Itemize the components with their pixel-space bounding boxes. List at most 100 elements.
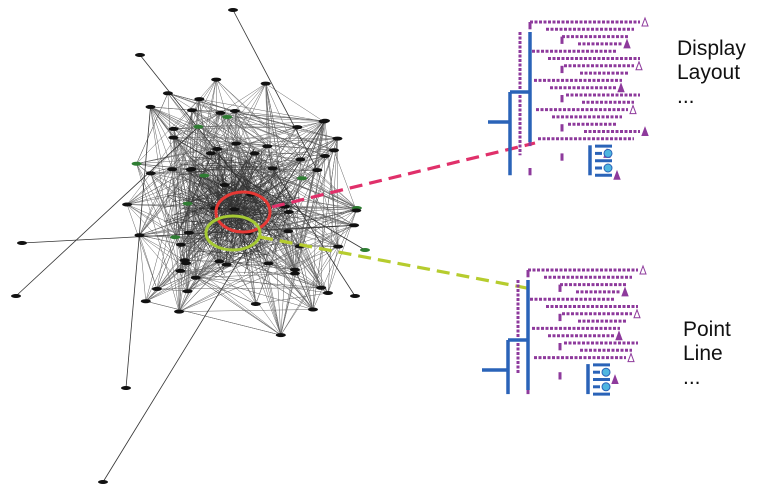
network-node (283, 229, 294, 234)
network-edge (127, 146, 268, 205)
network-node (295, 157, 306, 162)
network-node (351, 208, 362, 213)
network-node (175, 268, 186, 273)
network-edge (173, 128, 188, 204)
network-edge (216, 148, 228, 229)
network-edge (227, 116, 326, 122)
network-edge (145, 270, 181, 302)
network-node (187, 108, 197, 113)
network-edge (201, 182, 227, 200)
network-node (205, 151, 216, 156)
network-node (190, 275, 201, 280)
network-edge (268, 225, 355, 264)
network-edge (187, 203, 282, 336)
network-edge (288, 211, 355, 226)
network-edge (227, 200, 246, 252)
network-edge (173, 137, 338, 139)
network-edge (299, 246, 322, 288)
network-edge (265, 83, 273, 169)
network-edge (165, 175, 173, 206)
network-edge (220, 223, 253, 250)
network-node (229, 109, 240, 113)
triangle-leaf-icon (641, 16, 649, 27)
network-edge (259, 210, 287, 230)
network-edge (185, 175, 205, 264)
network-edge (191, 109, 255, 154)
green-selection-ellipse (204, 214, 262, 252)
network-node (212, 147, 223, 151)
network-edge (233, 163, 248, 258)
network-node (349, 223, 360, 228)
network-edge (156, 261, 220, 290)
network-edge (125, 106, 151, 389)
network-edge (192, 166, 222, 236)
network-edge (272, 168, 356, 297)
network-edge (145, 264, 227, 302)
network-edge (267, 194, 294, 199)
network-node (260, 81, 271, 86)
network-edge (126, 173, 151, 205)
network-node (250, 302, 261, 306)
network-edge (288, 211, 339, 247)
network-node (175, 242, 186, 247)
network-edge (218, 202, 265, 267)
green-connector-line (259, 235, 533, 291)
network-edge (280, 210, 357, 336)
network-edge (167, 93, 338, 139)
network-node (312, 168, 323, 173)
network-edge (245, 149, 259, 192)
network-node (316, 285, 327, 290)
network-edge (171, 181, 273, 203)
network-node (17, 241, 27, 245)
network-edge (268, 246, 300, 264)
triangle-leaf-icon (633, 308, 641, 319)
network-edge (172, 112, 221, 170)
network-node (194, 97, 205, 102)
network-node (332, 136, 343, 141)
network-node (228, 8, 238, 12)
network-edge (186, 189, 239, 218)
network-node (168, 135, 179, 140)
network-node (211, 77, 222, 82)
network-node (186, 167, 197, 171)
network-edge (199, 98, 268, 147)
network-node (122, 202, 133, 207)
network-node (193, 124, 204, 129)
network-edge (195, 277, 322, 289)
network-node (151, 286, 162, 291)
network-edge (136, 121, 324, 164)
network-edge (294, 225, 355, 270)
network-edge (217, 251, 225, 260)
triangle-leaf-icon (611, 374, 619, 384)
network-edge (195, 182, 199, 198)
network-node (229, 207, 240, 212)
network-edge (180, 244, 322, 289)
network-edge (194, 201, 229, 224)
network-node (297, 176, 307, 181)
network-edge (150, 79, 217, 174)
network-node (121, 386, 131, 390)
network-edge (317, 155, 326, 171)
network-node (134, 233, 145, 238)
network-edge (191, 109, 235, 112)
network-edge (276, 160, 291, 201)
network-edge (139, 207, 216, 236)
triangle-leaf-icon (613, 169, 621, 180)
network-edge (188, 232, 314, 310)
network-node (98, 480, 108, 484)
network-node (329, 148, 339, 153)
network-edge (333, 150, 357, 211)
network-edge (195, 232, 249, 278)
network-edge (300, 159, 358, 209)
circle-leaf-icon (601, 382, 611, 392)
network-node (174, 309, 185, 314)
dendrogram-bottom (482, 264, 647, 396)
network-node (140, 299, 151, 304)
network-node (231, 141, 242, 146)
network-edge (150, 173, 187, 264)
network-edge (178, 225, 355, 312)
network-edge (251, 194, 296, 270)
network-edge (136, 150, 335, 164)
network-edge (228, 194, 248, 265)
